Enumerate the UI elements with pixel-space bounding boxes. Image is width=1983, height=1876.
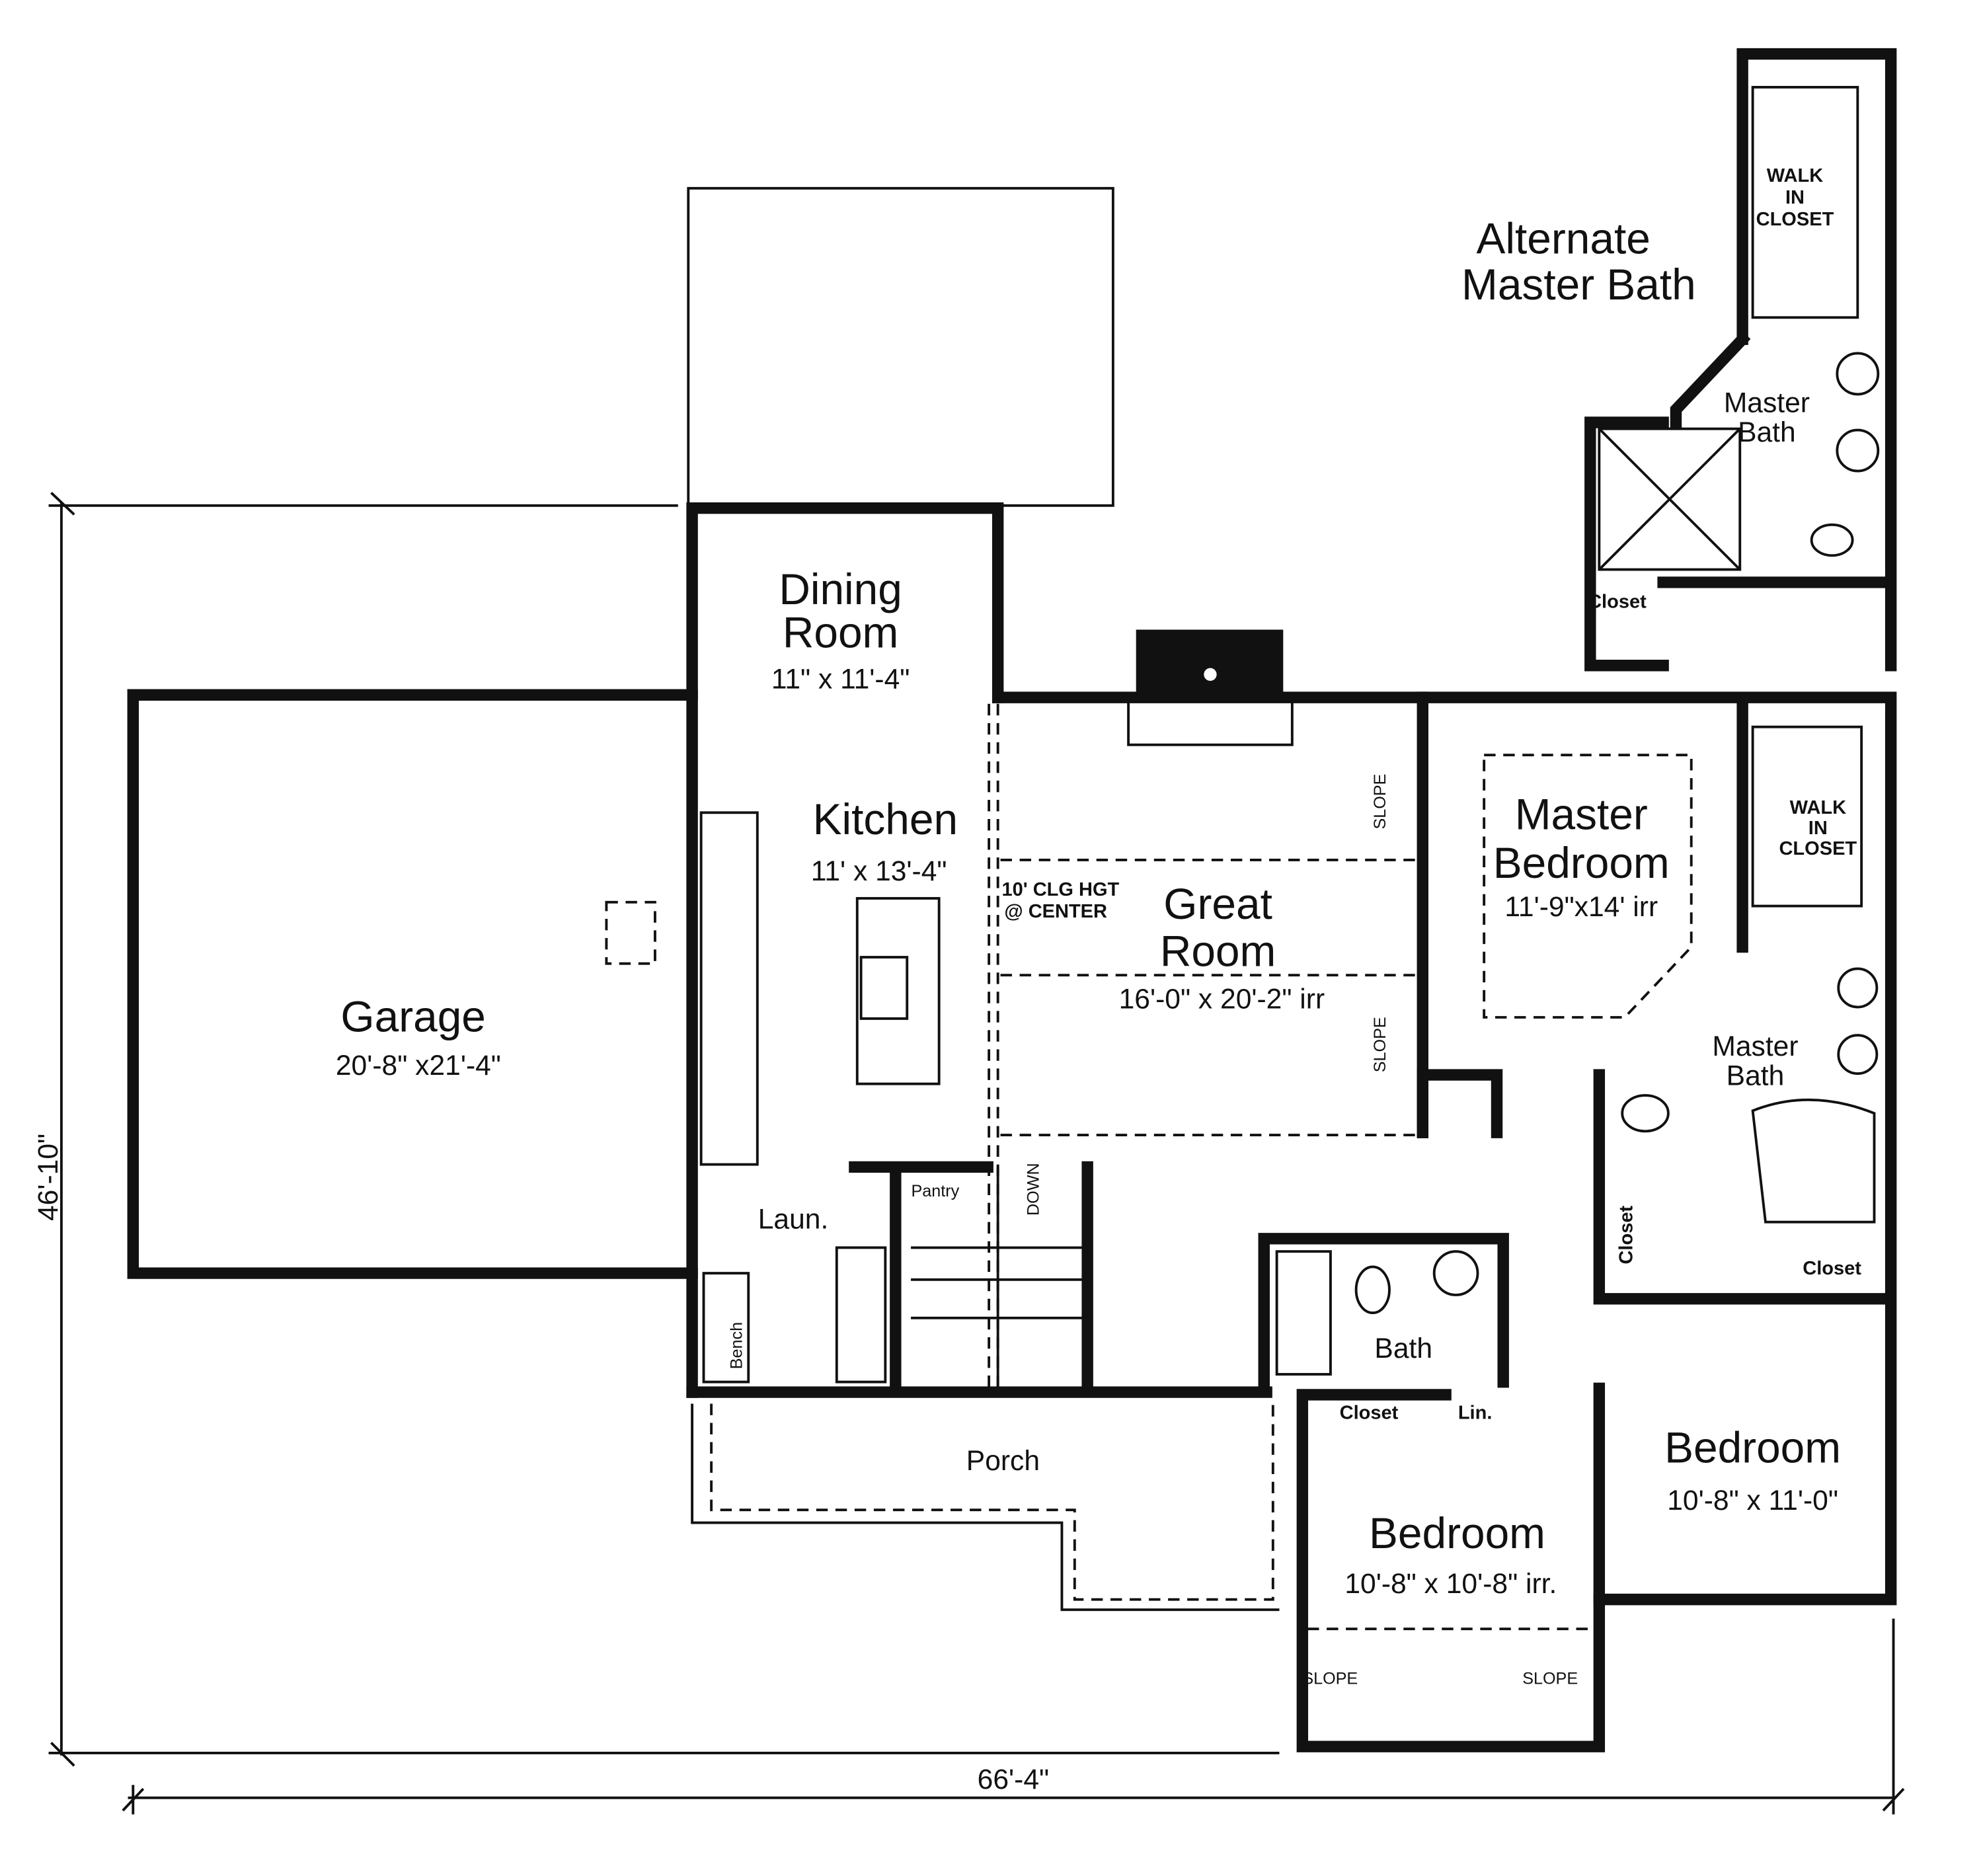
bedroom-walls — [1296, 1382, 1606, 1752]
bedroom-slope-label-2: SLOPE — [1522, 1669, 1578, 1688]
garage-walls — [127, 689, 698, 1279]
dining-room-label-2: Room — [783, 608, 899, 657]
bedroom-3-size: 10'-8" x 10'-8" irr. — [1344, 1568, 1557, 1600]
master-suite-walls — [1417, 691, 1897, 1606]
master-bedroom-label-2: Bedroom — [1493, 838, 1670, 887]
alt-walk-in-closet-label: WALK — [1767, 165, 1823, 186]
stairs-down-label: DOWN — [1025, 1163, 1043, 1216]
dining-room-size: 11" x 11'-4" — [771, 664, 910, 695]
laundry-label: Laun. — [758, 1203, 829, 1235]
closet-label: Closet — [1340, 1403, 1399, 1424]
walk-in-closet-label-2: IN — [1808, 818, 1828, 839]
patio-outline — [687, 186, 1114, 507]
kitchen-walls — [686, 502, 1004, 1398]
linen-label: Lin. — [1458, 1403, 1493, 1424]
kitchen-label: Kitchen — [813, 795, 958, 843]
bath-label: Bath — [1374, 1333, 1432, 1364]
ceiling-height-note: 10' CLG HGT — [1001, 879, 1119, 900]
master-bedroom-label: Master — [1515, 789, 1648, 838]
great-room-size: 16'-0" x 20'-2" irr — [1119, 983, 1325, 1015]
bedroom-slope-label: SLOPE — [1302, 1669, 1358, 1688]
great-room-label: Great — [1163, 879, 1272, 928]
alt-walk-in-closet-label-3: CLOSET — [1756, 209, 1834, 230]
porch-label: Porch — [966, 1445, 1040, 1477]
kitchen-size: 11' x 13'-4" — [811, 855, 947, 887]
walk-in-closet-label-3: CLOSET — [1779, 838, 1857, 859]
garage-size: 20'-8" x21'-4" — [336, 1050, 501, 1081]
alternate-bath-title: Alternate — [1476, 214, 1650, 263]
alt-closet-label: Closet — [1588, 592, 1647, 613]
alternate-bath-title-2: Master Bath — [1461, 260, 1696, 309]
ceiling-height-note-2: @ CENTER — [1004, 901, 1107, 922]
master-bath-label: Master — [1712, 1031, 1798, 1062]
hall-bath-walls — [1258, 1233, 1509, 1388]
alt-master-bath-label-2: Bath — [1738, 416, 1796, 448]
bedroom-2-label: Bedroom — [1664, 1423, 1841, 1472]
bench-label: Bench — [728, 1322, 746, 1369]
garage-label: Garage — [340, 992, 485, 1040]
front-walls — [686, 1161, 1272, 1398]
master-bath-label-2: Bath — [1727, 1060, 1785, 1092]
bedroom-2-size: 10'-8" x 11'-0" — [1667, 1485, 1838, 1516]
great-room-label-2: Room — [1160, 927, 1276, 976]
bedroom-closet-label: Closet — [1803, 1258, 1861, 1279]
alternate-bath-walls — [1584, 48, 1897, 672]
walk-in-closet-label: WALK — [1790, 797, 1846, 818]
master-closet-label: Closet — [1616, 1206, 1637, 1265]
dimension-lines — [48, 492, 1905, 1815]
width-dimension: 66'-4" — [978, 1764, 1049, 1795]
depth-dimension: 46'-10" — [32, 1134, 64, 1221]
dining-room-label: Dining — [779, 565, 902, 613]
bedroom-3-label: Bedroom — [1369, 1508, 1545, 1557]
alt-walk-in-closet-label-2: IN — [1785, 187, 1805, 208]
master-bedroom-size: 11'-9"x14' irr — [1504, 891, 1658, 923]
slope-label: SLOPE — [1371, 774, 1389, 830]
alt-master-bath-label: Master — [1724, 387, 1810, 419]
porch-outline — [691, 1403, 1280, 1612]
slope-label-2: SLOPE — [1371, 1017, 1389, 1072]
pantry-label: Pantry — [911, 1182, 959, 1200]
